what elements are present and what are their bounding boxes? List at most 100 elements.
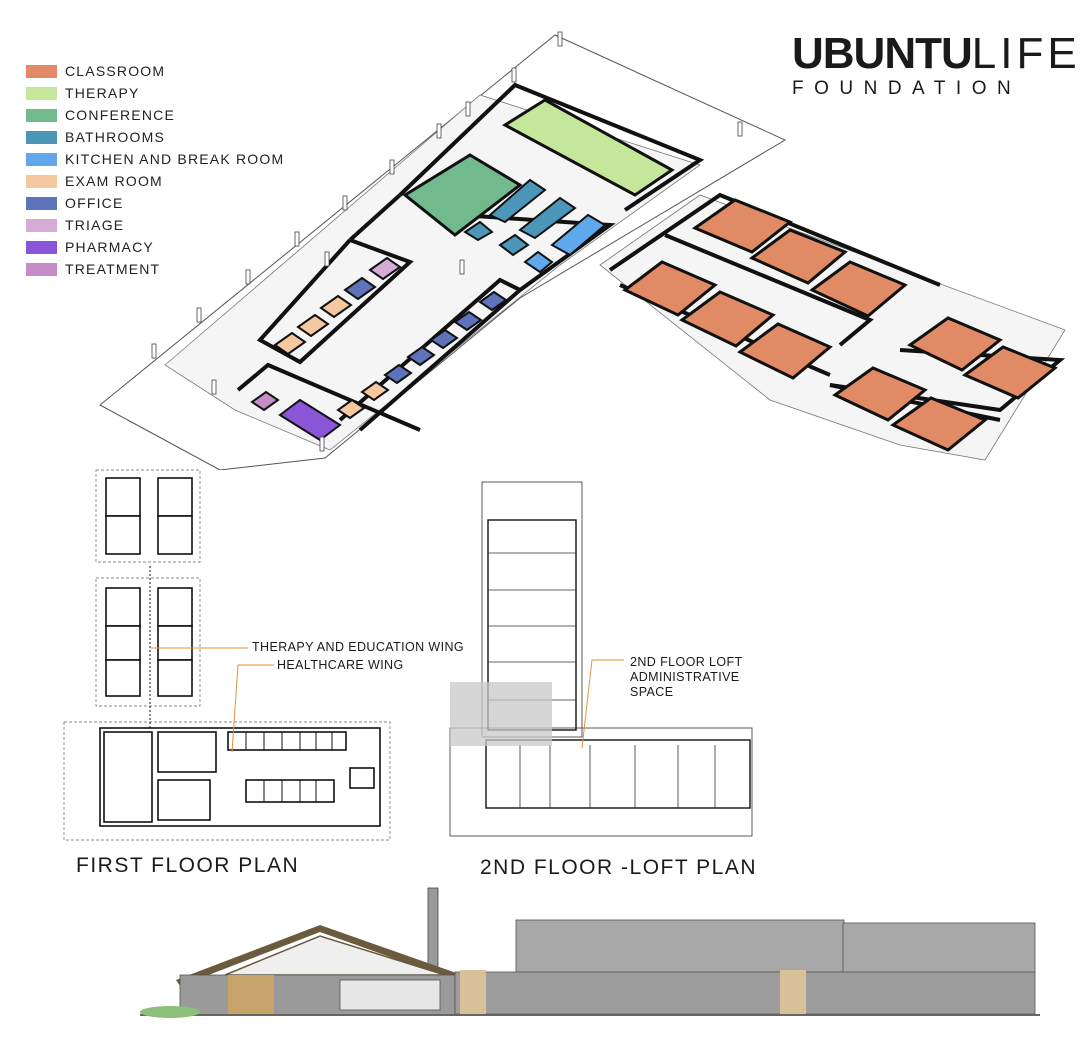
column <box>319 436 325 452</box>
plan-room <box>105 515 141 555</box>
legend-item-office: OFFICE <box>26 192 284 214</box>
wall <box>664 233 874 347</box>
legend-label: TREATMENT <box>65 261 161 277</box>
wall <box>256 238 414 365</box>
loft-outline <box>481 481 583 738</box>
office-partitions <box>149 566 333 802</box>
classroom-room <box>737 322 833 380</box>
plan-room <box>157 587 193 627</box>
legend-swatch <box>26 152 57 166</box>
legend-swatch <box>26 174 57 188</box>
legend-label: PHARMACY <box>65 239 154 255</box>
legend-label: OFFICE <box>65 195 124 211</box>
exam-room <box>360 380 390 402</box>
wood-panel <box>228 975 274 1015</box>
legend-swatch <box>26 218 57 232</box>
plan-room <box>103 731 153 823</box>
bathroom-room <box>498 233 530 257</box>
gable-wall <box>179 974 456 1016</box>
exam-room <box>296 313 330 338</box>
exam-room <box>273 331 307 356</box>
classroom-room <box>749 228 848 285</box>
roof-right <box>842 922 1036 974</box>
column <box>511 67 517 83</box>
plan-room <box>105 625 141 661</box>
conference-room <box>402 153 523 237</box>
callout-therapy-wing: THERAPY AND EDUCATION WING <box>252 640 465 654</box>
second-floor-caption: 2ND FLOOR -LOFT PLAN <box>480 856 757 879</box>
gable-roof <box>176 925 462 986</box>
legend-swatch <box>26 262 57 276</box>
legend-label: KITCHEN AND BREAK ROOM <box>65 151 285 167</box>
glazing <box>339 979 441 1011</box>
plan-room <box>105 477 141 517</box>
office-room <box>453 310 483 332</box>
legend-swatch <box>26 196 57 210</box>
loft-outline <box>449 727 753 837</box>
classroom-room <box>962 345 1058 400</box>
column <box>436 123 442 139</box>
education-wing-floor <box>599 194 1066 461</box>
office-room <box>383 363 413 385</box>
wing-boundary <box>95 577 201 707</box>
column <box>342 195 348 211</box>
wood-slats <box>460 970 486 1014</box>
loft-highlight <box>450 682 552 746</box>
pharmacy-room <box>278 398 342 442</box>
legend-swatch <box>26 64 57 78</box>
column <box>151 343 157 359</box>
gable-face <box>224 935 446 976</box>
plan-room <box>157 731 217 773</box>
axonometric-plan <box>99 31 1066 470</box>
classroom-room <box>907 316 1003 372</box>
column <box>557 31 563 47</box>
plan-room <box>157 659 193 697</box>
callout-line: 2ND FLOOR LOFT <box>630 655 743 669</box>
legend-item-kitchen: KITCHEN AND BREAK ROOM <box>26 148 284 170</box>
legend-swatch <box>26 86 57 100</box>
callout-line: SPACE <box>630 685 674 699</box>
roof-left <box>515 919 845 973</box>
foundation-logo: UBUNTULIFE FOUNDATION <box>792 32 1077 100</box>
column <box>245 269 251 285</box>
bathroom-room <box>463 220 494 242</box>
column <box>389 159 395 175</box>
treatment-room <box>250 390 280 412</box>
wall <box>608 192 941 287</box>
plan-room <box>349 767 375 789</box>
callout-leader <box>581 659 624 749</box>
chimney <box>427 887 439 971</box>
legend-item-therapy: THERAPY <box>26 82 284 104</box>
wall <box>348 193 402 242</box>
main-block <box>99 727 381 827</box>
legend-label: TRIAGE <box>65 217 125 233</box>
column <box>324 251 330 267</box>
wood-slats <box>780 970 806 1014</box>
legend-item-treatment: TREATMENT <box>26 258 284 280</box>
triage-room <box>368 256 402 281</box>
legend-swatch <box>26 240 57 254</box>
classroom-room <box>622 260 718 317</box>
classroom-room <box>832 366 928 422</box>
legend-item-bathrooms: BATHROOMS <box>26 126 284 148</box>
south-elevation <box>140 887 1040 1018</box>
legend-label: CLASSROOM <box>65 63 166 79</box>
legend-item-pharmacy: PHARMACY <box>26 236 284 258</box>
therapy-room <box>502 98 675 197</box>
wall <box>398 82 705 212</box>
legend-swatch <box>26 108 57 122</box>
column <box>737 121 743 137</box>
classroom-room <box>890 396 988 452</box>
logo-word-life: LIFE <box>971 29 1080 78</box>
logo-subtitle: FOUNDATION <box>792 78 1022 99</box>
office-room <box>429 328 459 350</box>
plan-room <box>157 625 193 661</box>
shrub <box>140 1006 200 1018</box>
legend-label: CONFERENCE <box>65 107 176 123</box>
legend-item-triage: TRIAGE <box>26 214 284 236</box>
wall <box>236 362 421 432</box>
column <box>459 259 465 275</box>
classroom-room <box>691 198 793 254</box>
logo-wordmark: UBUNTULIFE <box>792 32 1077 76</box>
long-wall <box>454 971 1036 1015</box>
